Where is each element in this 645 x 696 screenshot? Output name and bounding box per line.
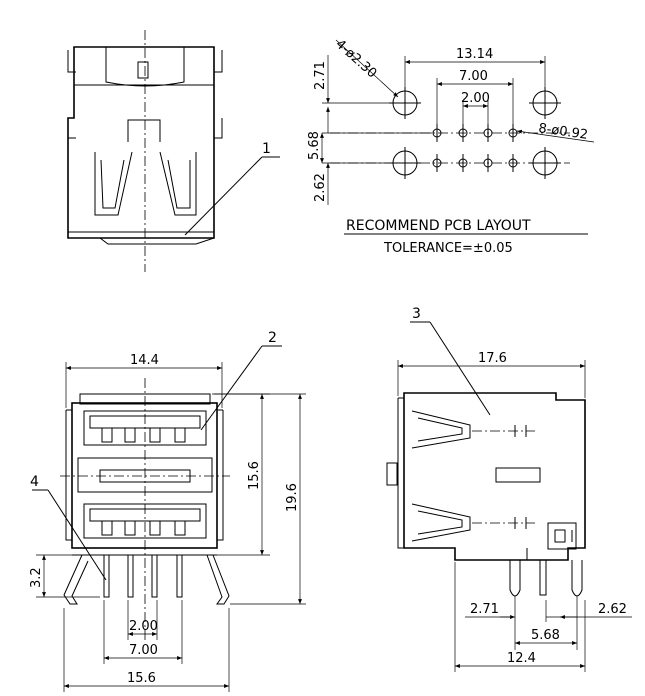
dim-7-00: 7.00 xyxy=(459,69,488,84)
callout-2: 2 xyxy=(268,330,277,346)
front-pins xyxy=(103,554,183,598)
callout-4: 4 xyxy=(30,474,39,490)
dim-3-2: 3.2 xyxy=(29,567,44,588)
dim-13-14: 13.14 xyxy=(456,47,493,62)
label-large-holes: 4-ø2.30 xyxy=(332,37,379,82)
top-view: 1 xyxy=(67,30,280,272)
large-hole xyxy=(389,147,421,179)
dim-2-00-front: 2.00 xyxy=(129,619,158,634)
dim-12-4: 12.4 xyxy=(507,651,536,666)
callout-3: 3 xyxy=(412,306,421,322)
dim-5-68-side: 5.68 xyxy=(531,628,560,643)
dim-2-00: 2.00 xyxy=(461,91,490,106)
dim-5-68: 5.68 xyxy=(307,131,322,160)
side-pins xyxy=(509,548,583,597)
dim-7-00-front: 7.00 xyxy=(129,643,158,658)
small-hole-row-bottom xyxy=(432,154,518,172)
large-hole xyxy=(389,87,421,119)
callout-1: 1 xyxy=(262,141,271,157)
dim-17-6: 17.6 xyxy=(478,351,507,366)
dim-2-71: 2.71 xyxy=(313,61,328,90)
large-hole xyxy=(529,147,561,179)
pcb-layout: 13.14 7.00 2.00 2.71 5.68 2.62 4-ø2.30 8… xyxy=(307,37,595,256)
dim-14-4: 14.4 xyxy=(130,353,159,368)
dim-2-71-side: 2.71 xyxy=(470,602,499,617)
dim-2-62: 2.62 xyxy=(313,173,328,202)
side-view: 17.6 2.71 2.62 5.68 12.4 3 xyxy=(386,306,632,672)
tolerance-note: TOLERANCE=±0.05 xyxy=(383,241,513,256)
dim-19-6: 19.6 xyxy=(285,483,300,512)
front-view: 14.4 15.6 19.6 3.2 2.00 7.00 15.6 2 4 xyxy=(29,330,306,692)
dim-2-62-side: 2.62 xyxy=(598,602,627,617)
dim-15-6-base: 15.6 xyxy=(127,671,156,686)
large-hole xyxy=(529,87,561,119)
pcb-layout-title: RECOMMEND PCB LAYOUT xyxy=(346,218,531,234)
dim-15-6-vertical: 15.6 xyxy=(247,461,262,490)
label-small-holes: 8-ø0.92 xyxy=(537,121,588,143)
